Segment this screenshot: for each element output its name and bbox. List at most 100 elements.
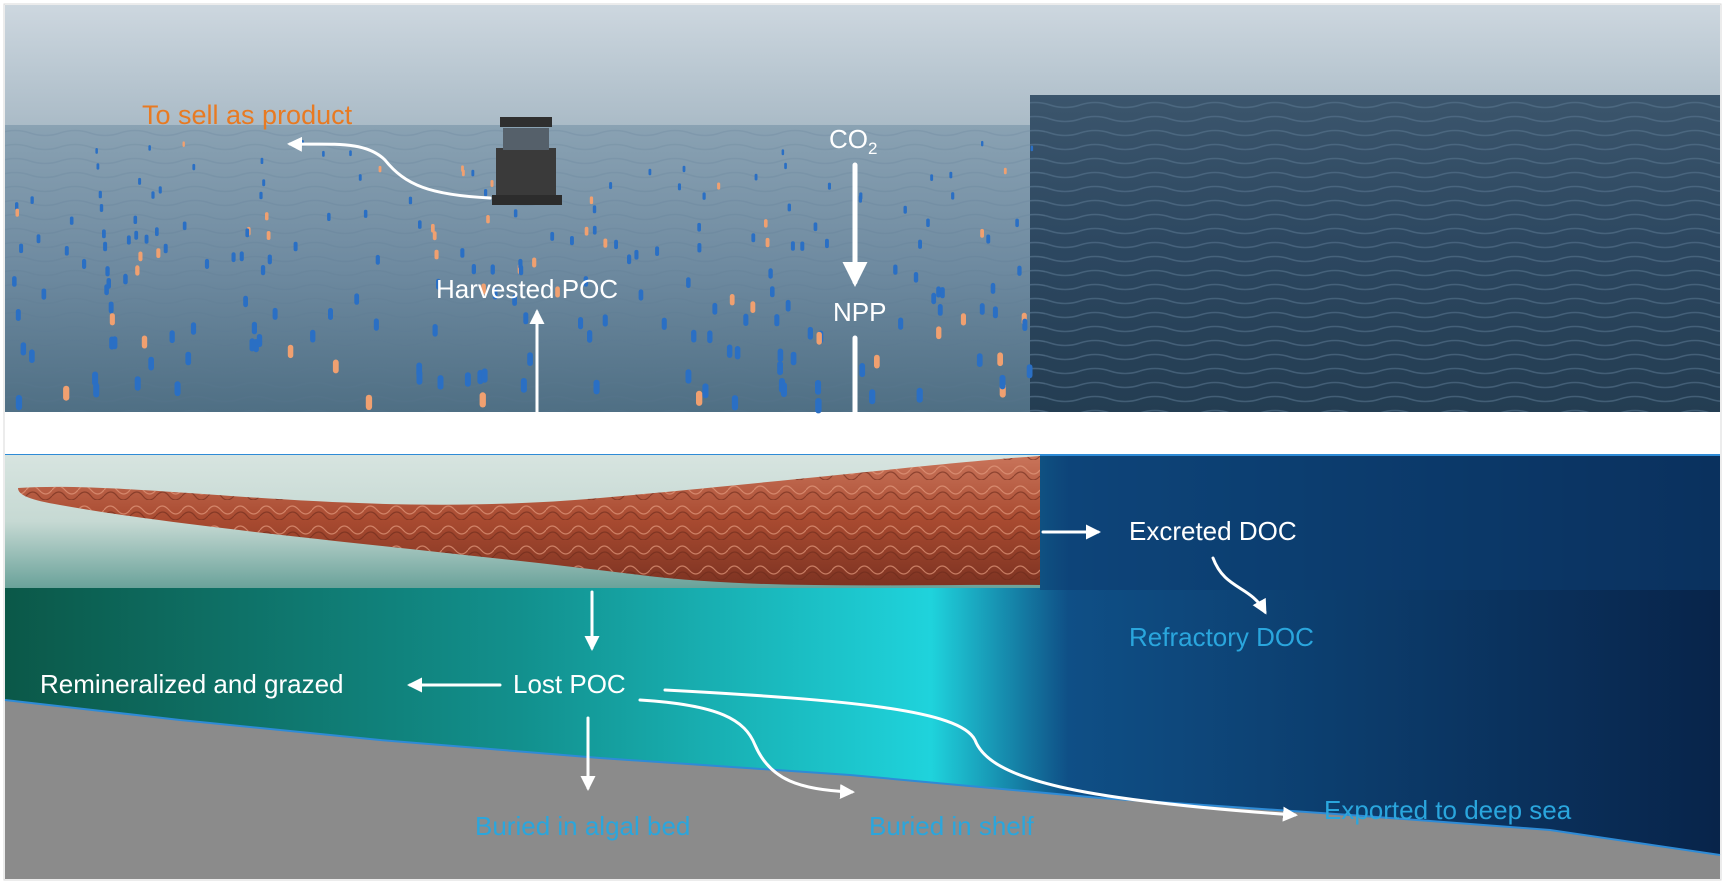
label-to-sell-product: To sell as product [142, 100, 353, 130]
buoy [354, 293, 360, 305]
buoy [64, 246, 69, 256]
buoy [550, 231, 555, 241]
buoy [260, 265, 266, 276]
buoy [481, 283, 486, 295]
buoy [702, 383, 709, 399]
buoy [874, 354, 880, 369]
buoy [816, 331, 822, 345]
buoy [999, 374, 1006, 390]
buoy [158, 186, 162, 194]
buoy [750, 301, 756, 313]
buoy [729, 294, 735, 306]
buoy [437, 375, 444, 390]
seaweed-photo [5, 455, 1040, 588]
buoy [587, 330, 593, 343]
buoy [262, 179, 266, 187]
buoy [163, 243, 168, 254]
buoy [827, 182, 831, 190]
buoy [979, 303, 985, 315]
buoy [731, 395, 739, 411]
buoy [815, 398, 822, 414]
buoy [492, 288, 498, 300]
buoy [1030, 145, 1034, 152]
buoy [41, 288, 47, 300]
buoy [578, 317, 584, 330]
label-exported-deep-sea: Exported to deep sea [1324, 795, 1572, 825]
buoy [1026, 364, 1033, 379]
buoy [807, 326, 813, 340]
buoy [490, 180, 494, 187]
buoy [518, 265, 524, 276]
buoy [322, 150, 325, 157]
buoy [602, 314, 608, 327]
buoy [768, 268, 773, 279]
buoy [627, 254, 632, 265]
buoy [697, 222, 701, 232]
buoy [148, 145, 151, 151]
buoy [92, 371, 99, 386]
buoy [520, 378, 527, 393]
buoy [764, 219, 768, 228]
buoy [378, 165, 382, 173]
buoy [734, 346, 741, 360]
buoy [532, 257, 537, 268]
buoy [99, 204, 104, 212]
buoy [363, 209, 368, 218]
buoy [151, 191, 155, 199]
buoy [365, 394, 373, 410]
buoy [787, 203, 791, 212]
buoy [813, 222, 818, 232]
buoy [408, 196, 413, 205]
buoy [951, 192, 955, 200]
buoy [898, 317, 904, 330]
buoy [460, 248, 465, 258]
buoy [260, 157, 264, 164]
buoy [134, 376, 141, 391]
arrow-boat-to-product [287, 136, 492, 200]
buoy [259, 191, 263, 200]
buoy [123, 273, 128, 285]
buoy [82, 258, 87, 269]
buoy [570, 236, 574, 246]
buoy [777, 348, 784, 362]
buoy [287, 344, 294, 359]
buoy [992, 306, 998, 319]
buoy [134, 230, 139, 240]
buoy [592, 225, 597, 235]
buoy [204, 258, 210, 269]
buoy [486, 215, 490, 224]
surface-photo [5, 5, 1720, 412]
buoy [997, 352, 1003, 367]
buoy [976, 353, 983, 367]
buoy [138, 177, 142, 185]
buoy [293, 241, 298, 252]
buoy [358, 174, 362, 181]
buoy [903, 205, 907, 214]
label-co2-subscript: 2 [868, 139, 878, 158]
buoy [105, 266, 110, 277]
buoy [126, 235, 131, 245]
buoy [432, 324, 438, 337]
buoy [765, 237, 770, 248]
buoy [109, 313, 115, 326]
buoy [691, 329, 697, 343]
buoy [266, 231, 271, 240]
buoy [436, 278, 441, 290]
farm-buoys [12, 140, 1034, 414]
buoy [754, 173, 758, 181]
buoy [332, 359, 339, 374]
buoy [148, 356, 154, 371]
buoy [185, 351, 192, 366]
buoy [349, 150, 352, 157]
buoy [527, 352, 533, 366]
buoy [648, 168, 652, 176]
buoy [858, 195, 862, 203]
buoy [603, 238, 608, 248]
buoy [682, 165, 686, 173]
buoy [63, 385, 70, 401]
buoy [20, 342, 27, 356]
buoy [431, 223, 435, 233]
buoy [869, 389, 876, 405]
buoy [251, 321, 257, 335]
